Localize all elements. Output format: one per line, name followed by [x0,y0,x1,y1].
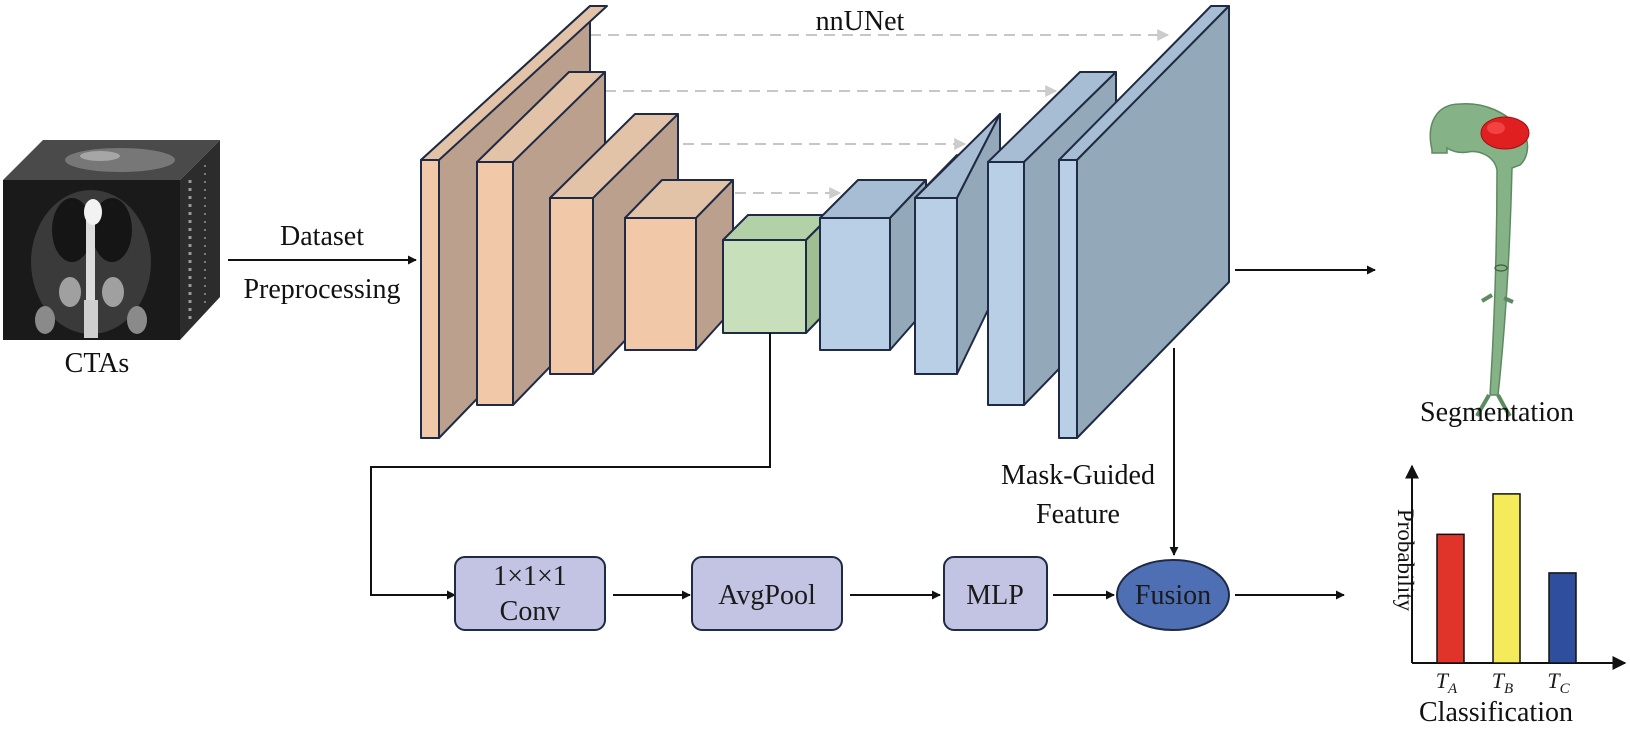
bar-t-c [1548,572,1577,664]
aorta-segmentation [1429,103,1530,418]
nnunet-label: nnUNet [816,6,905,37]
encoder-block-4 [624,179,734,351]
mlp-module: MLP [943,556,1048,631]
ctas-label: CTAs [65,348,130,379]
classification-chart: TA TB TC Probability [1393,464,1627,697]
decoder-block-1 [819,179,927,351]
conv-module: 1×1×1 Conv [454,556,606,631]
conv-line1: 1×1×1 [493,561,567,592]
conv-line2: Conv [500,596,561,627]
bar-t-b [1492,493,1521,664]
avgpool-module: AvgPool [691,556,843,631]
tick-label-t-b: TB [1492,668,1513,697]
bottleneck-branch-arrow [370,333,771,600]
mlp-label: MLP [966,580,1024,611]
decoder-block-4 [1058,5,1230,439]
dataset-label: Dataset [280,221,364,252]
classification-label: Classification [1419,697,1573,728]
avgpool-label: AvgPool [718,580,816,611]
mask-guided-label: Mask-Guided [1001,460,1155,491]
bar-t-a [1436,533,1465,664]
ct-volume-cube [3,140,220,340]
encoder-block-2 [476,71,606,406]
tick-label-t-a: TA [1436,668,1458,697]
y-axis-label: Probability [1393,509,1418,612]
preprocessing-label: Preprocessing [243,274,400,305]
segmentation-label: Segmentation [1420,397,1574,428]
fusion-module: Fusion [1116,559,1230,631]
tick-label-t-c: TC [1547,668,1570,697]
feature-label: Feature [1036,499,1120,530]
fusion-label: Fusion [1135,580,1211,611]
bottleneck-block [722,214,832,334]
